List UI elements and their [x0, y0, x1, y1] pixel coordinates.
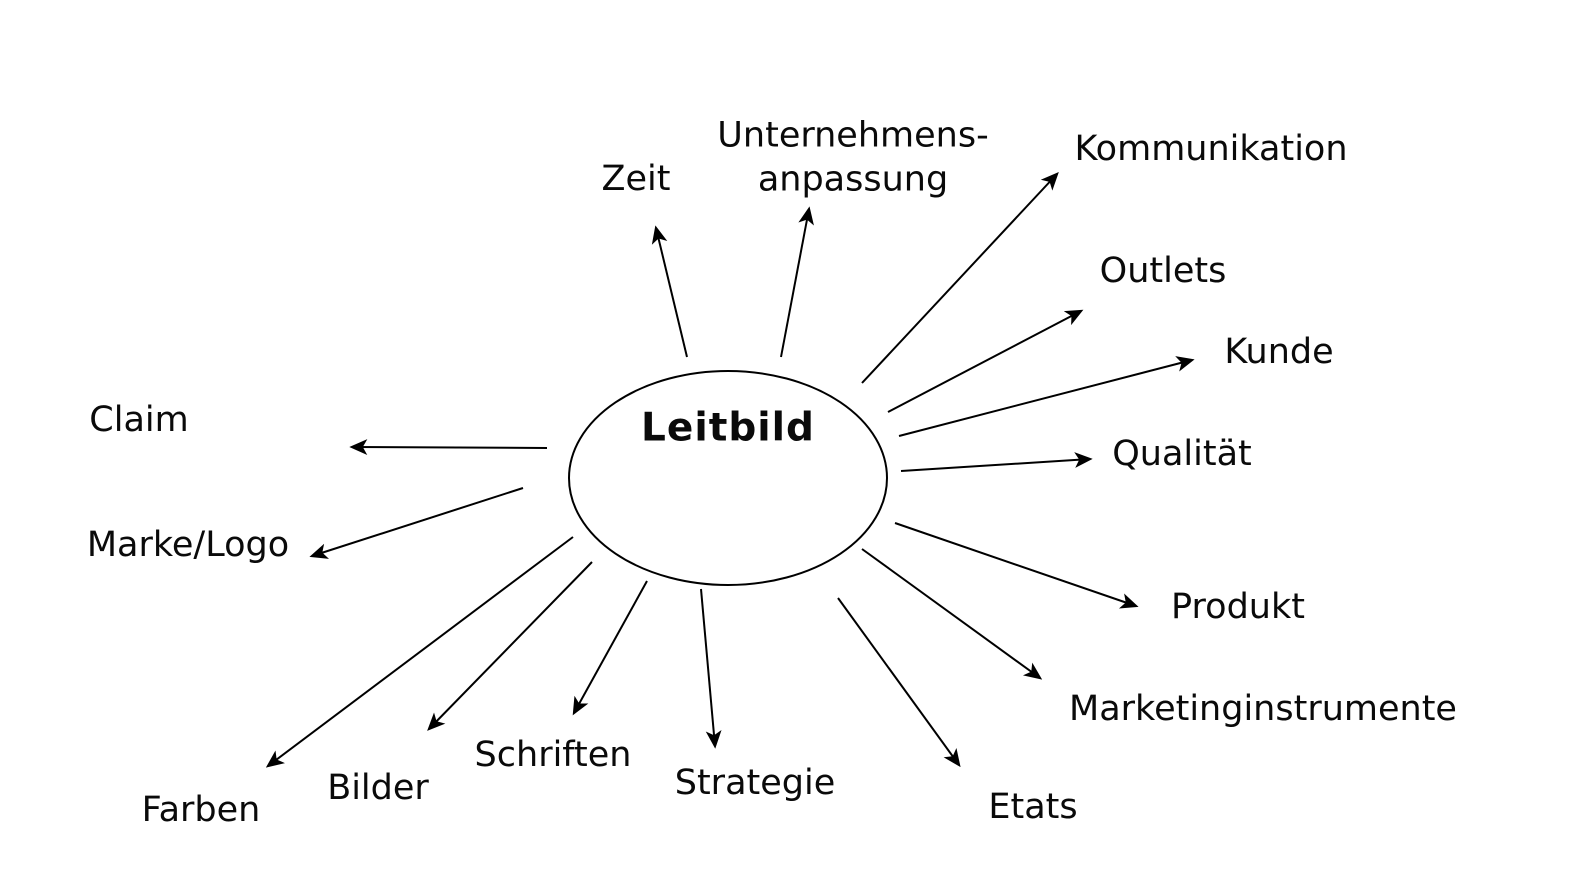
node-label-claim: Claim — [89, 400, 189, 441]
arrow-zeit — [651, 225, 688, 358]
arrow-outlets — [887, 309, 1084, 413]
node-label-marke-logo: Marke/Logo — [86, 525, 290, 566]
arrow-marketinginstrumente — [861, 548, 1043, 680]
node-label-etats: Etats — [988, 787, 1078, 828]
node-label-schriften: Schriften — [474, 735, 632, 776]
node-label-bilder: Bilder — [327, 768, 429, 809]
node-label-qualitaet: Qualität — [1112, 434, 1252, 475]
arrow-etats — [837, 597, 961, 768]
node-label-kommunikation: Kommunikation — [1074, 129, 1348, 170]
node-label-produkt: Produkt — [1171, 587, 1305, 628]
arrow-farben — [265, 536, 574, 768]
arrow-produkt — [894, 522, 1139, 609]
arrow-schriften — [572, 580, 648, 716]
node-label-outlets: Outlets — [1099, 251, 1227, 292]
center-ellipse — [568, 370, 888, 586]
arrow-kunde — [898, 356, 1195, 437]
arrow-kommunikation — [861, 172, 1059, 384]
arrow-claim — [349, 439, 548, 455]
center-node-label: Leitbild — [641, 405, 815, 451]
node-label-unternehmensanpassung-line2: anpassung — [757, 159, 949, 199]
node-label-unternehmensanpassung-line1: Unternehmens- — [717, 115, 989, 156]
arrow-bilder — [427, 561, 593, 731]
arrow-marke-logo — [309, 487, 524, 559]
node-label-strategie: Strategie — [674, 763, 836, 804]
arrow-strategie — [700, 588, 722, 749]
node-label-marketinginstrumente: Marketinginstrumente — [1069, 689, 1457, 730]
arrow-qualitaet — [900, 452, 1093, 472]
node-label-farben: Farben — [141, 790, 261, 831]
node-label-zeit: Zeit — [601, 159, 671, 200]
arrow-unternehmensanpassung — [780, 206, 814, 358]
node-label-kunde: Kunde — [1224, 332, 1334, 373]
node-label-unternehmensanpassung: Unternehmens- anpassung — [717, 114, 988, 202]
